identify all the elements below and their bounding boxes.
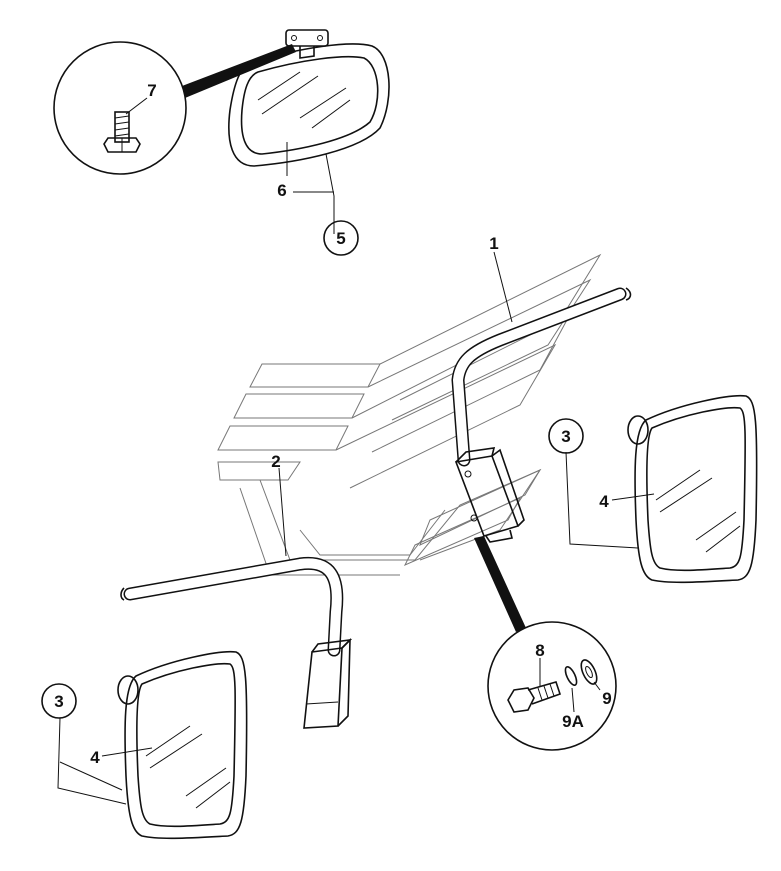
callout-3-left: 3 <box>54 692 63 711</box>
callout-1: 1 <box>489 234 498 253</box>
side-mirror-right <box>627 394 758 584</box>
leader-lines <box>57 97 655 805</box>
callout-4-right: 4 <box>599 492 609 511</box>
callout-4-left: 4 <box>90 748 100 767</box>
callout-6: 6 <box>277 181 286 200</box>
callout-3-left-circle <box>41 683 77 719</box>
callout-5-circle <box>323 220 359 256</box>
side-mirror-left <box>117 650 248 840</box>
callout-9: 9 <box>602 689 611 708</box>
callout-5: 5 <box>336 229 345 248</box>
rear-view-mirror <box>228 29 390 167</box>
callout-8: 8 <box>535 641 544 660</box>
mirror-bracket-left <box>120 556 353 729</box>
callout-9a: 9A <box>562 712 584 731</box>
callout-2: 2 <box>271 452 280 471</box>
mirror-bracket-right <box>451 287 632 543</box>
callout-7: 7 <box>147 81 156 100</box>
watermark-logo <box>217 253 602 576</box>
detail-circle-hardware <box>474 536 617 751</box>
callout-3-right: 3 <box>561 427 570 446</box>
callout-3-right-circle <box>548 418 584 454</box>
